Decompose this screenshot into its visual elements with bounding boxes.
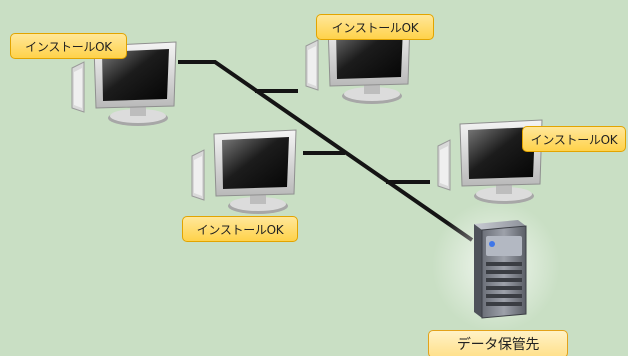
desktop-pc-icon — [191, 129, 297, 214]
pc4-install-label: インストールOK — [522, 126, 626, 152]
pc3-install-label: インストールOK — [182, 216, 298, 242]
pc2-install-label: インストールOK — [316, 14, 434, 40]
server-icon — [432, 200, 560, 332]
server-storage-label: データ保管先 — [428, 330, 568, 356]
pc1-install-label: インストールOK — [10, 33, 127, 59]
desktop-pc-icon — [437, 119, 543, 204]
